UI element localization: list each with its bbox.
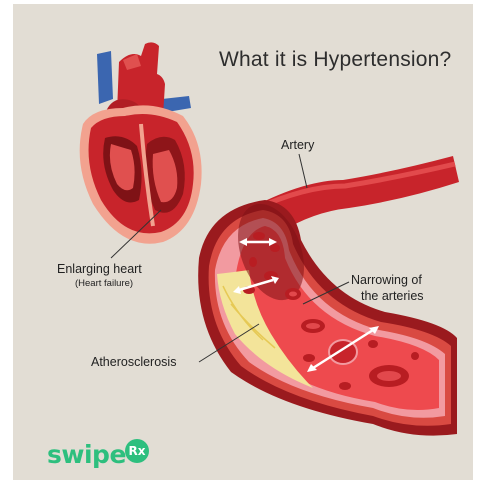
label-narrowing-line2: the arteries <box>361 289 424 303</box>
page-title: What it is Hypertension? <box>219 48 451 72</box>
heart-illustration <box>80 42 202 243</box>
label-narrowing-line1: Narrowing of <box>351 273 422 287</box>
logo-wordmark: swipe <box>47 440 126 469</box>
label-artery: Artery <box>281 138 314 152</box>
infographic-panel: What it is Hypertension? Artery Enlargin… <box>13 4 473 480</box>
label-heart-failure: (Heart failure) <box>75 278 133 289</box>
rx-badge-icon: Rx <box>125 439 149 463</box>
label-enlarging-heart: Enlarging heart <box>57 262 142 276</box>
label-atherosclerosis: Atherosclerosis <box>91 355 176 369</box>
illustration <box>13 4 473 480</box>
